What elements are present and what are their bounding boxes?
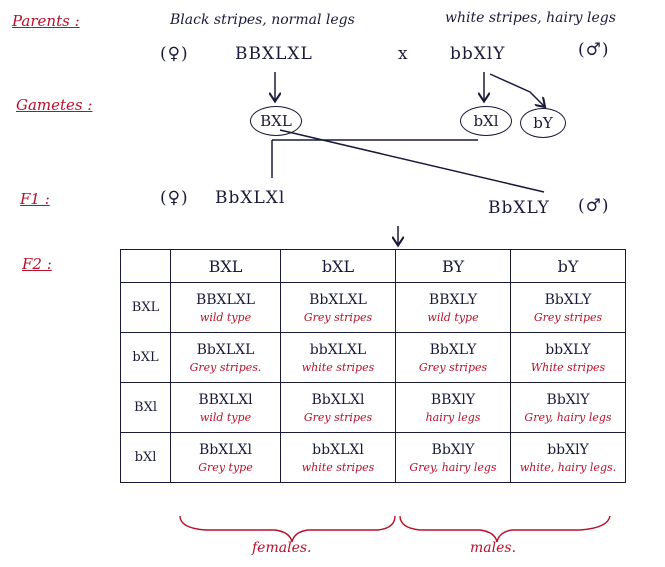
cell-phenotype: Grey stripes [303, 410, 373, 424]
punnett-header-row: BXL bXL BY bY [120, 249, 626, 283]
male-gamete-1: bXl [460, 106, 512, 136]
column-gamete: BXL [170, 249, 281, 283]
cell-genotype: BBXlY [430, 391, 476, 408]
cross-symbol: x [398, 44, 409, 64]
f1-label: F1 : [20, 190, 50, 208]
cell-phenotype: wild type [427, 310, 479, 324]
cell-genotype: bbXLXl [312, 441, 364, 458]
female-parent-genotype: BBXLXL [235, 44, 313, 64]
cell-phenotype: Grey stripes. [189, 360, 262, 374]
f1-female-genotype: BbXLXl [215, 188, 286, 208]
cell-genotype: BbXLY [429, 341, 477, 358]
male-sex-symbol: (♂) [578, 40, 610, 60]
punnett-square: BXL bXL BY bY BXL BBXLXL wild type BbXLXL… [120, 249, 626, 483]
cell-genotype: bbXLXL [309, 341, 367, 358]
males-brace [399, 515, 611, 543]
f1-male-line [279, 129, 545, 193]
cell-phenotype: hairy legs [425, 410, 481, 424]
row-gamete: bXL [120, 332, 171, 383]
row-gamete: BXl [120, 382, 171, 433]
cell-genotype: bbXLY [545, 341, 591, 358]
males-label: males. [470, 540, 517, 556]
male-parent-description: white stripes, hairy legs [445, 10, 616, 26]
f1-female-sex-symbol: (♀) [160, 188, 189, 208]
punnett-cell: bbXlY white, hairy legs. [510, 432, 626, 483]
cell-phenotype: Grey, hairy legs [409, 460, 497, 474]
punnett-cell: BBXLY wild type [395, 282, 511, 333]
cell-genotype: BBXLXl [198, 391, 253, 408]
female-sex-symbol: (♀) [160, 44, 189, 64]
female-gamete: BXL [250, 106, 302, 136]
cell-phenotype: white stripes [301, 360, 375, 374]
cell-genotype: BbXLY [544, 291, 592, 308]
punnett-cell: BbXLXL Grey stripes [280, 282, 396, 333]
punnett-cell: BBXlY hairy legs [395, 382, 511, 433]
cell-phenotype: white, hairy legs. [519, 460, 617, 474]
punnett-cell: bbXLXl white stripes [280, 432, 396, 483]
column-gamete: BY [395, 249, 511, 283]
punnett-row: BXL BBXLXL wild type BbXLXL Grey stripes B… [120, 282, 626, 333]
cell-genotype: BbXlY [546, 391, 590, 408]
cell-genotype: BbXLXl [199, 441, 252, 458]
cell-genotype: BbXLXl [311, 391, 365, 408]
cell-phenotype: Grey stripes [533, 310, 603, 324]
gametes-label: Gametes : [16, 96, 93, 114]
cell-phenotype: Grey type [198, 460, 253, 474]
punnett-cell: BbXlY Grey, hairy legs [510, 382, 626, 433]
punnett-cell: BBXLXl wild type [170, 382, 281, 433]
punnett-cell: BbXlY Grey, hairy legs [395, 432, 511, 483]
column-gamete: bY [510, 249, 626, 283]
females-brace [179, 515, 396, 543]
male-gamete-2: bY [520, 108, 566, 138]
cell-genotype: bbXlY [547, 441, 589, 458]
cell-genotype: BbXLXL [196, 341, 255, 358]
punnett-cell: BbXLY Grey stripes [395, 332, 511, 383]
cell-genotype: BbXlY [431, 441, 475, 458]
cell-phenotype: white stripes [301, 460, 375, 474]
cell-phenotype: Grey stripes [418, 360, 488, 374]
column-gamete: bXL [280, 249, 396, 283]
cell-phenotype: White stripes [530, 360, 606, 374]
punnett-cell: bbXLY White stripes [510, 332, 626, 383]
cell-genotype: BbXLXL [309, 291, 367, 308]
male-gamete-arrow-2 [489, 73, 544, 106]
row-gamete: bXl [120, 432, 171, 483]
punnett-cell: BBXLXL wild type [170, 282, 281, 333]
cell-phenotype: Grey stripes [303, 310, 373, 324]
punnett-cell: BbXLY Grey stripes [510, 282, 626, 333]
row-gamete: BXL [120, 282, 171, 333]
f1-male-sex-symbol: (♂) [578, 196, 610, 216]
f1-male-genotype: BbXLY [488, 198, 550, 218]
females-label: females. [252, 540, 312, 556]
punnett-cell: bbXLXL white stripes [280, 332, 396, 383]
cell-phenotype: Grey, hairy legs [524, 410, 612, 424]
cell-phenotype: wild type [199, 410, 252, 424]
parents-label: Parents : [12, 12, 80, 30]
f2-label: F2 : [22, 255, 52, 273]
cell-genotype: BBXLXL [195, 291, 256, 308]
cell-genotype: BBXLY [428, 291, 478, 308]
female-parent-description: Black stripes, normal legs [170, 12, 355, 28]
punnett-corner [120, 249, 171, 283]
male-parent-genotype: bbXlY [450, 44, 506, 64]
cell-phenotype: wild type [199, 310, 252, 324]
punnett-cell: BbXLXL Grey stripes. [170, 332, 281, 383]
punnett-row: bXL BbXLXL Grey stripes. bbXLXL white stri… [120, 332, 626, 383]
